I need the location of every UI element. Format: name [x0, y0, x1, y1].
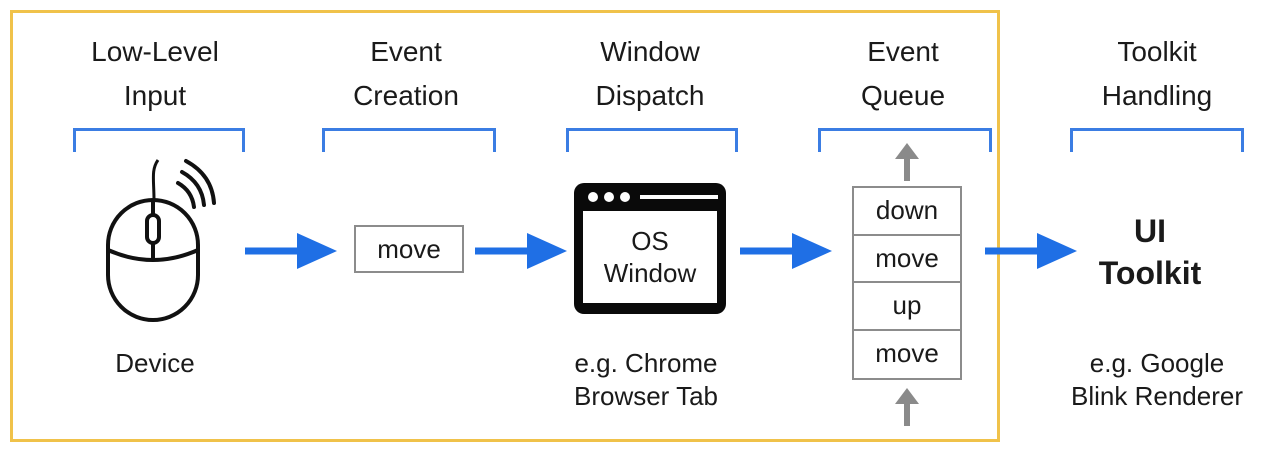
arrow-right-icon: [245, 233, 337, 269]
device-caption: Device: [115, 348, 195, 378]
window-dot-icon: [604, 192, 614, 202]
window-dot-icon: [620, 192, 630, 202]
caption-line: e.g. Google: [1089, 348, 1225, 378]
caption-line: Browser Tab: [573, 381, 719, 411]
toolkit-caption: e.g. Google Blink Renderer: [1037, 347, 1264, 413]
os-window-titlebar: [574, 183, 726, 211]
stage-title-line: Event: [370, 36, 442, 67]
stage-title-event-queue: Event Queue: [803, 30, 1003, 118]
queue-item: up: [854, 283, 960, 331]
caption-line: Blink Renderer: [1071, 381, 1243, 411]
stage-title-event-creation: Event Creation: [306, 30, 506, 118]
window-dot-icon: [588, 192, 598, 202]
stage-title-line: Handling: [1101, 80, 1213, 111]
stage-title-line: Window: [600, 36, 700, 67]
stage-title-line: Event: [867, 36, 939, 67]
stage-title-line: Queue: [860, 80, 946, 111]
stage-title-low-level-input: Low-Level Input: [55, 30, 255, 118]
queue-item: move: [875, 337, 939, 368]
arrow-up-icon: [895, 388, 919, 426]
arrow-right-icon: [985, 233, 1077, 269]
stage-title-line: Dispatch: [595, 80, 705, 111]
os-window-label: OS: [631, 226, 669, 256]
event-queue: down move up move: [852, 186, 962, 380]
stage-title-toolkit-handling: Toolkit Handling: [1057, 30, 1257, 118]
stage-title-line: Toolkit: [1117, 36, 1197, 67]
toolkit-line: Toolkit: [1098, 255, 1202, 291]
os-window-icon: OS Window: [574, 183, 726, 314]
os-window-caption: e.g. Chrome Browser Tab: [526, 347, 766, 413]
queue-item: move: [854, 236, 960, 283]
queue-item: down: [854, 188, 960, 236]
stage-bracket: [73, 128, 245, 152]
stage-title-line: Input: [123, 80, 187, 111]
caption-line: e.g. Chrome: [574, 348, 718, 378]
os-window-body: OS Window: [583, 211, 717, 303]
ui-toolkit-label: UI Toolkit: [1060, 210, 1240, 294]
stage-title-line: Low-Level: [91, 36, 219, 67]
os-window-label: Window: [603, 258, 697, 288]
arrow-right-icon: [475, 233, 567, 269]
arrow-right-icon: [740, 233, 832, 269]
mouse-icon: [106, 159, 216, 322]
stage-title-line: Creation: [353, 80, 459, 111]
browser-boundary-frame: [10, 10, 1000, 442]
toolkit-line: UI: [1134, 213, 1166, 249]
stage-bracket: [818, 128, 992, 152]
stage-bracket: [322, 128, 496, 152]
stage-bracket: [1070, 128, 1244, 152]
stage-bracket: [566, 128, 738, 152]
window-titlebar-line: [640, 195, 718, 199]
arrow-up-icon: [895, 143, 919, 181]
event-box: move: [354, 225, 464, 273]
stage-title-window-dispatch: Window Dispatch: [550, 30, 750, 118]
